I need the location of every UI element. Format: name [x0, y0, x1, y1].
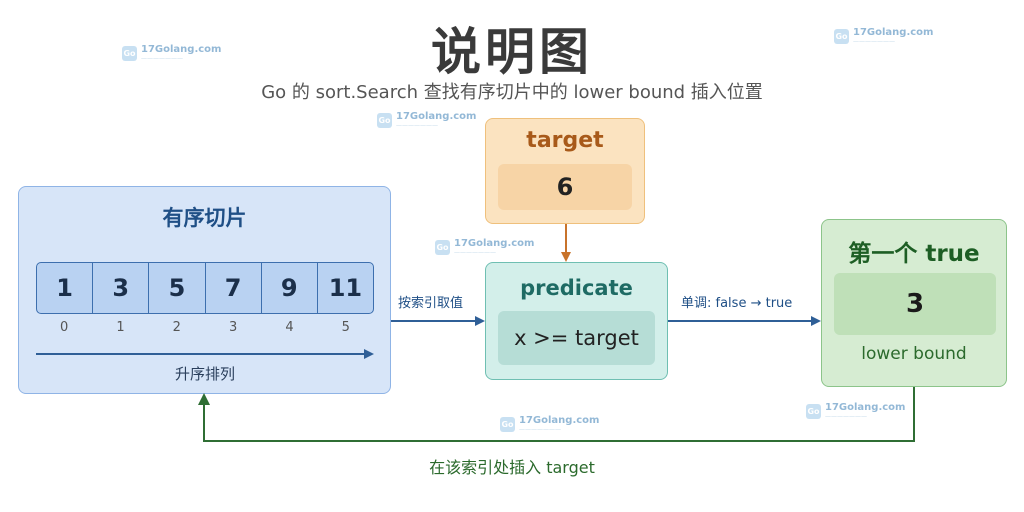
- watermark-logo-icon: Go: [122, 45, 137, 61]
- diagram-subtitle: Go 的 sort.Search 查找有序切片中的 lower bound 插入…: [261, 82, 763, 103]
- lower-bound-label: lower bound: [861, 344, 967, 364]
- watermark: Go 17Golang.com———————: [834, 27, 933, 45]
- target-value: 6: [498, 164, 632, 210]
- edge-label-index-lookup: 按索引取值: [398, 296, 464, 311]
- watermark-text: 17Golang.com: [853, 27, 934, 38]
- watermark-sub-line: ———————: [825, 413, 867, 420]
- slice-cells: 1 3 5 7 9 11: [36, 262, 374, 314]
- slice-index: 0: [60, 320, 69, 335]
- predicate-expression: x >= target: [498, 311, 655, 365]
- watermark-text: 17Golang.com: [519, 415, 600, 426]
- first-true-title: 第一个 true: [848, 241, 980, 267]
- watermark-logo-icon: Go: [834, 28, 849, 44]
- first-true-value: 3: [834, 273, 996, 335]
- watermark-logo-icon: Go: [500, 416, 515, 432]
- watermark-sub-line: ———————: [519, 426, 561, 433]
- slice-cell: 7: [206, 263, 262, 313]
- slice-index: 3: [229, 320, 238, 335]
- slice-index: 4: [285, 320, 294, 335]
- slice-cell: 9: [262, 263, 318, 313]
- slice-cell: 11: [328, 274, 363, 302]
- watermark-text: 17Golang.com: [825, 402, 906, 413]
- slice-index: 2: [172, 320, 181, 335]
- watermark-text: 17Golang.com: [396, 111, 477, 122]
- sorted-slice-title: 有序切片: [162, 206, 247, 230]
- watermark-sub-line: ———————: [141, 55, 183, 62]
- target-title: target: [526, 128, 604, 153]
- slice-cell: 3: [93, 263, 150, 313]
- diagram-title: 说明图: [431, 23, 593, 81]
- watermark-text: 17Golang.com: [141, 44, 222, 55]
- arrow-result-to-slice-insert: [198, 387, 915, 442]
- slice-cell: 1: [37, 263, 94, 313]
- watermark-text: 17Golang.com: [454, 238, 535, 249]
- ascending-order-label: 升序排列: [174, 365, 235, 383]
- watermark: Go 17Golang.com———————: [122, 44, 221, 62]
- predicate-title: predicate: [520, 276, 633, 300]
- watermark-sub-line: ———————: [454, 249, 496, 256]
- slice-cell: 5: [149, 263, 206, 313]
- slice-index: 1: [116, 320, 125, 335]
- watermark-logo-icon: Go: [377, 112, 392, 128]
- watermark: Go 17Golang.com———————: [435, 238, 534, 256]
- watermark: Go 17Golang.com———————: [500, 415, 599, 433]
- edge-label-monotone: 单调: false → true: [681, 296, 793, 311]
- watermark: Go 17Golang.com———————: [806, 402, 905, 420]
- watermark-sub-line: ———————: [396, 122, 438, 129]
- watermark-sub-line: ———————: [853, 38, 895, 45]
- watermark-logo-icon: Go: [806, 403, 821, 419]
- watermark-logo-icon: Go: [435, 239, 450, 255]
- slice-index: 5: [341, 320, 350, 335]
- watermark: Go 17Golang.com———————: [377, 111, 476, 129]
- slice-indices: 0 1 2 3 4 5: [36, 320, 374, 335]
- edge-label-insert: 在该索引处插入 target: [429, 458, 595, 477]
